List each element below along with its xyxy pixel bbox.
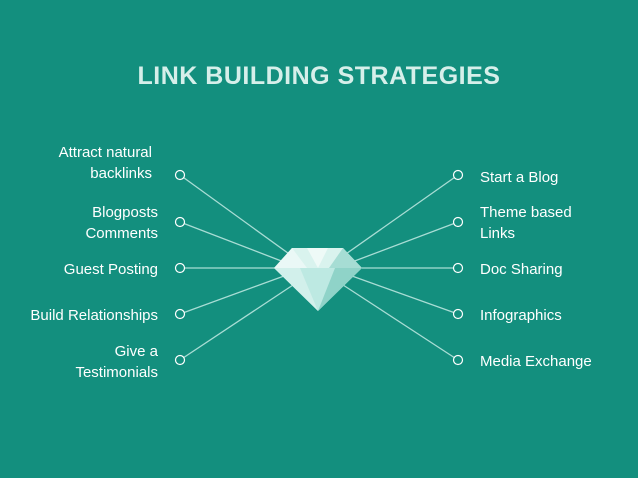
left-label-5-line1: Give a bbox=[114, 343, 158, 360]
node-circle-right-4 bbox=[452, 308, 464, 320]
node-circle-right-2 bbox=[452, 216, 464, 228]
connectors bbox=[179, 174, 459, 361]
left-label-3-line1: Guest Posting bbox=[63, 261, 158, 278]
left-label-5-line2: Testimonials bbox=[75, 364, 158, 381]
connector-nodes bbox=[174, 169, 464, 366]
right-label-2-line2: Links bbox=[480, 225, 516, 242]
right-label-4-line1: Infographics bbox=[480, 307, 562, 324]
connector-line-left-2 bbox=[179, 221, 285, 263]
right-label-5-line1: Media Exchange bbox=[480, 353, 592, 370]
slide-title: LINK BUILDING STRATEGIES bbox=[137, 62, 501, 90]
right-label-2-line1: Theme based bbox=[480, 204, 572, 221]
left-label-5: Give a Testimonials bbox=[20, 341, 158, 383]
node-circle-left-5 bbox=[174, 354, 186, 366]
connector-line-right-4 bbox=[351, 275, 459, 315]
node-circle-left-3 bbox=[174, 262, 186, 274]
left-label-2-line2: Comments bbox=[85, 225, 158, 242]
left-label-1: Attract natural backlinks bbox=[20, 142, 152, 184]
diamond-facet-lower-left bbox=[274, 268, 318, 311]
left-label-1-line1: Attract natural bbox=[58, 144, 152, 161]
connector-line-left-5 bbox=[179, 282, 297, 361]
connector-line-left-4 bbox=[179, 275, 285, 315]
right-label-2: Theme based Links bbox=[480, 202, 630, 244]
node-circle-right-5 bbox=[452, 354, 464, 366]
left-label-4-line1: Build Relationships bbox=[30, 307, 158, 324]
diamond-facet-left bbox=[274, 248, 307, 268]
left-label-2-line1: Blogposts bbox=[92, 204, 158, 221]
left-label-1-line2: backlinks bbox=[90, 165, 152, 182]
right-label-3-line1: Doc Sharing bbox=[480, 261, 563, 278]
diamond-facet-lower-right bbox=[318, 268, 362, 311]
right-label-5: Media Exchange bbox=[480, 351, 630, 372]
connector-line-right-5 bbox=[339, 282, 459, 361]
right-label-1: Start a Blog bbox=[480, 167, 630, 188]
node-circle-right-1 bbox=[452, 169, 464, 181]
node-circle-left-2 bbox=[174, 216, 186, 228]
left-label-3: Guest Posting bbox=[20, 259, 158, 280]
diamond-facet-right bbox=[329, 248, 362, 268]
connector-line-right-2 bbox=[351, 221, 459, 263]
diamond-icon bbox=[274, 248, 362, 311]
right-label-3: Doc Sharing bbox=[480, 259, 630, 280]
node-circle-right-3 bbox=[452, 262, 464, 274]
node-circle-left-4 bbox=[174, 308, 186, 320]
left-label-2: Blogposts Comments bbox=[20, 202, 158, 244]
right-label-4: Infographics bbox=[480, 305, 630, 326]
connector-line-right-1 bbox=[342, 174, 459, 257]
node-circle-left-1 bbox=[174, 169, 186, 181]
connector-line-left-1 bbox=[179, 174, 293, 257]
diamond-facet-top bbox=[307, 248, 328, 268]
left-label-4: Build Relationships bbox=[8, 305, 158, 326]
right-label-1-line1: Start a Blog bbox=[480, 169, 559, 186]
